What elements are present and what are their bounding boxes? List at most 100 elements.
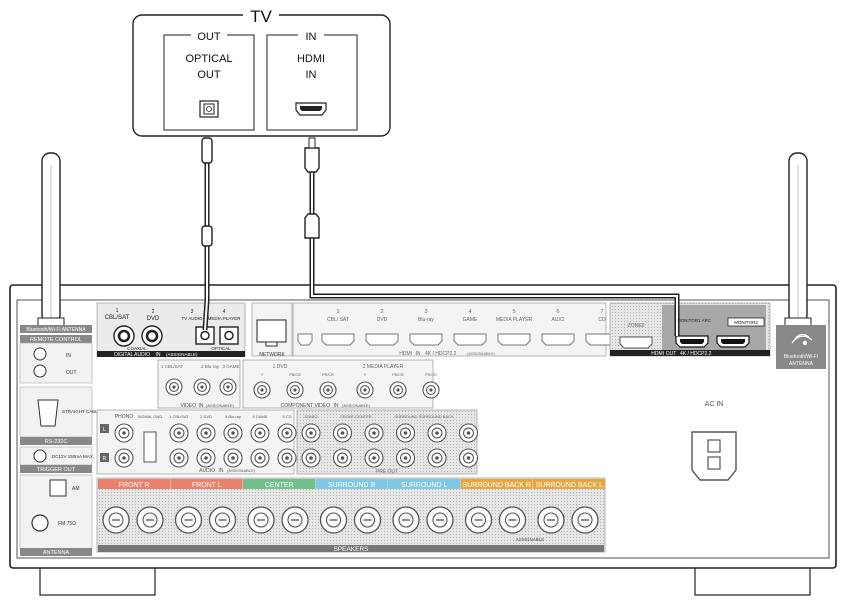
preout-jack[interactable]	[364, 423, 384, 443]
fm-label: FM 75Ω	[58, 521, 76, 527]
preout-jack[interactable]	[301, 448, 321, 468]
right-antenna[interactable]	[784, 152, 812, 329]
speaker-negative-terminal[interactable]	[208, 506, 237, 534]
signal-gnd-terminal[interactable]	[143, 431, 157, 463]
audio-left-jack[interactable]	[223, 423, 243, 443]
left-antenna[interactable]	[37, 152, 65, 329]
speaker-negative-terminal[interactable]	[498, 506, 527, 534]
preout-jack[interactable]	[427, 423, 447, 443]
digital-input-number: 3	[191, 309, 194, 315]
speaker-positive-terminal[interactable]	[464, 506, 493, 534]
video-input-label: 3 GAME	[222, 364, 239, 369]
hdmi-monitor1-arc-port[interactable]	[675, 335, 709, 348]
hdmi-in-port[interactable]	[453, 333, 487, 346]
video-input-jack[interactable]	[193, 378, 211, 396]
speaker-negative-terminal[interactable]	[136, 506, 164, 534]
speaker-negative-terminal[interactable]	[426, 506, 454, 534]
digital-input-label: DVD	[147, 316, 160, 322]
preout-jack[interactable]	[458, 448, 479, 468]
audio-left-label: L	[103, 427, 106, 433]
fm-antenna-jack[interactable]	[31, 514, 49, 532]
ac-in-socket[interactable]	[691, 431, 737, 481]
speaker-positive-terminal[interactable]	[247, 506, 275, 534]
hdmi-in-port[interactable]	[365, 333, 399, 346]
tv-hdmi-in-jack[interactable]	[295, 102, 327, 116]
audio-right-jack[interactable]	[196, 448, 216, 468]
audio-left-jack[interactable]	[250, 423, 270, 443]
audio-left-jack[interactable]	[277, 423, 297, 443]
component-channel-label: PR/CR	[425, 373, 437, 377]
audio-left-jack[interactable]	[196, 423, 216, 443]
signal-gnd-label: SIGNAL GND	[138, 414, 163, 419]
audio-right-jack[interactable]	[277, 448, 297, 468]
audio-right-jack[interactable]	[169, 448, 189, 468]
preout-jack[interactable]	[332, 448, 353, 468]
coaxial-jack-2[interactable]	[141, 325, 163, 347]
speaker-channel-bar	[388, 479, 460, 489]
component-input-jack[interactable]	[422, 381, 440, 399]
preout-jack[interactable]	[427, 448, 447, 468]
audio-left-jack[interactable]	[169, 423, 189, 443]
hdmi-plug-receiver	[304, 213, 320, 239]
video-label: VIDEO	[180, 403, 196, 409]
hdmi-in-port[interactable]	[497, 333, 531, 346]
phono-left-jack[interactable]	[114, 423, 134, 443]
tv-optical-out-jack[interactable]	[199, 100, 219, 118]
hdmi-in-name: CD	[598, 317, 606, 323]
hdmi-in-badge: IN	[416, 351, 421, 357]
speaker-negative-terminal[interactable]	[353, 506, 382, 534]
hdmi-cable	[304, 137, 680, 336]
audio-right-jack[interactable]	[223, 448, 243, 468]
preout-jack[interactable]	[395, 423, 416, 443]
remote-out-jack[interactable]	[33, 364, 47, 378]
preout-jack[interactable]	[395, 448, 416, 468]
component-input-jack[interactable]	[389, 381, 407, 399]
tv-title: TV	[250, 7, 272, 26]
phono-label: PHONO	[115, 414, 133, 420]
hdmi-monitor2-port[interactable]	[716, 335, 750, 348]
network-port[interactable]	[256, 319, 287, 347]
video-in-badge: IN	[199, 403, 204, 409]
speakers-label: SPEAKERS	[333, 546, 369, 553]
speaker-positive-terminal[interactable]	[392, 506, 420, 534]
speaker-positive-terminal[interactable]	[537, 506, 565, 534]
speaker-channel-bar	[243, 479, 315, 489]
optical-jack-media-player[interactable]	[219, 326, 239, 345]
hdmi-zone2-port[interactable]	[619, 336, 653, 349]
component-channel-label: Y	[364, 373, 367, 377]
speaker-positive-terminal[interactable]	[319, 506, 348, 534]
optical-jack-tv-audio[interactable]	[195, 326, 215, 345]
preout-jack[interactable]	[364, 448, 384, 468]
hdmi-in-port[interactable]	[541, 333, 575, 346]
speaker-positive-terminal[interactable]	[174, 506, 203, 534]
speaker-positive-terminal[interactable]	[102, 506, 130, 534]
preout-jack[interactable]	[301, 423, 321, 443]
audio-right-jack[interactable]	[250, 448, 270, 468]
speaker-negative-terminal[interactable]	[571, 506, 599, 534]
component-input-jack[interactable]	[253, 381, 271, 399]
preout-jack[interactable]	[458, 423, 479, 443]
hdmi-in-port[interactable]	[321, 333, 355, 346]
preout-front-center-label: FRONT CENTER	[340, 414, 371, 419]
speaker-negative-terminal[interactable]	[281, 506, 309, 534]
video-input-jack[interactable]	[165, 378, 183, 396]
hdmi-in-panel	[292, 302, 607, 357]
rs232c-connector[interactable]	[37, 399, 59, 427]
speaker-channel-label: SURROUND L	[401, 482, 447, 489]
hdmi-in-port-front[interactable]	[297, 333, 313, 346]
phono-right-jack[interactable]	[114, 448, 134, 468]
component-input-jack[interactable]	[356, 381, 374, 399]
hdmi-in-name: AUX2	[551, 317, 564, 323]
component-input-jack[interactable]	[286, 381, 304, 399]
trigger-out-jack[interactable]	[33, 449, 47, 463]
coaxial-jack-1[interactable]	[113, 325, 135, 347]
preout-jack[interactable]	[332, 423, 353, 443]
remote-in-jack[interactable]	[33, 347, 47, 361]
speaker-channel-label: FRONT L	[192, 482, 222, 489]
digital-input-label: CBL/SAT	[105, 315, 130, 321]
hdmi-in-port[interactable]	[409, 333, 443, 346]
video-input-jack[interactable]	[219, 378, 237, 396]
am-antenna-terminal[interactable]	[49, 479, 67, 497]
audio-input-label: 1 CBL/SAT	[169, 414, 189, 419]
component-input-jack[interactable]	[319, 381, 337, 399]
